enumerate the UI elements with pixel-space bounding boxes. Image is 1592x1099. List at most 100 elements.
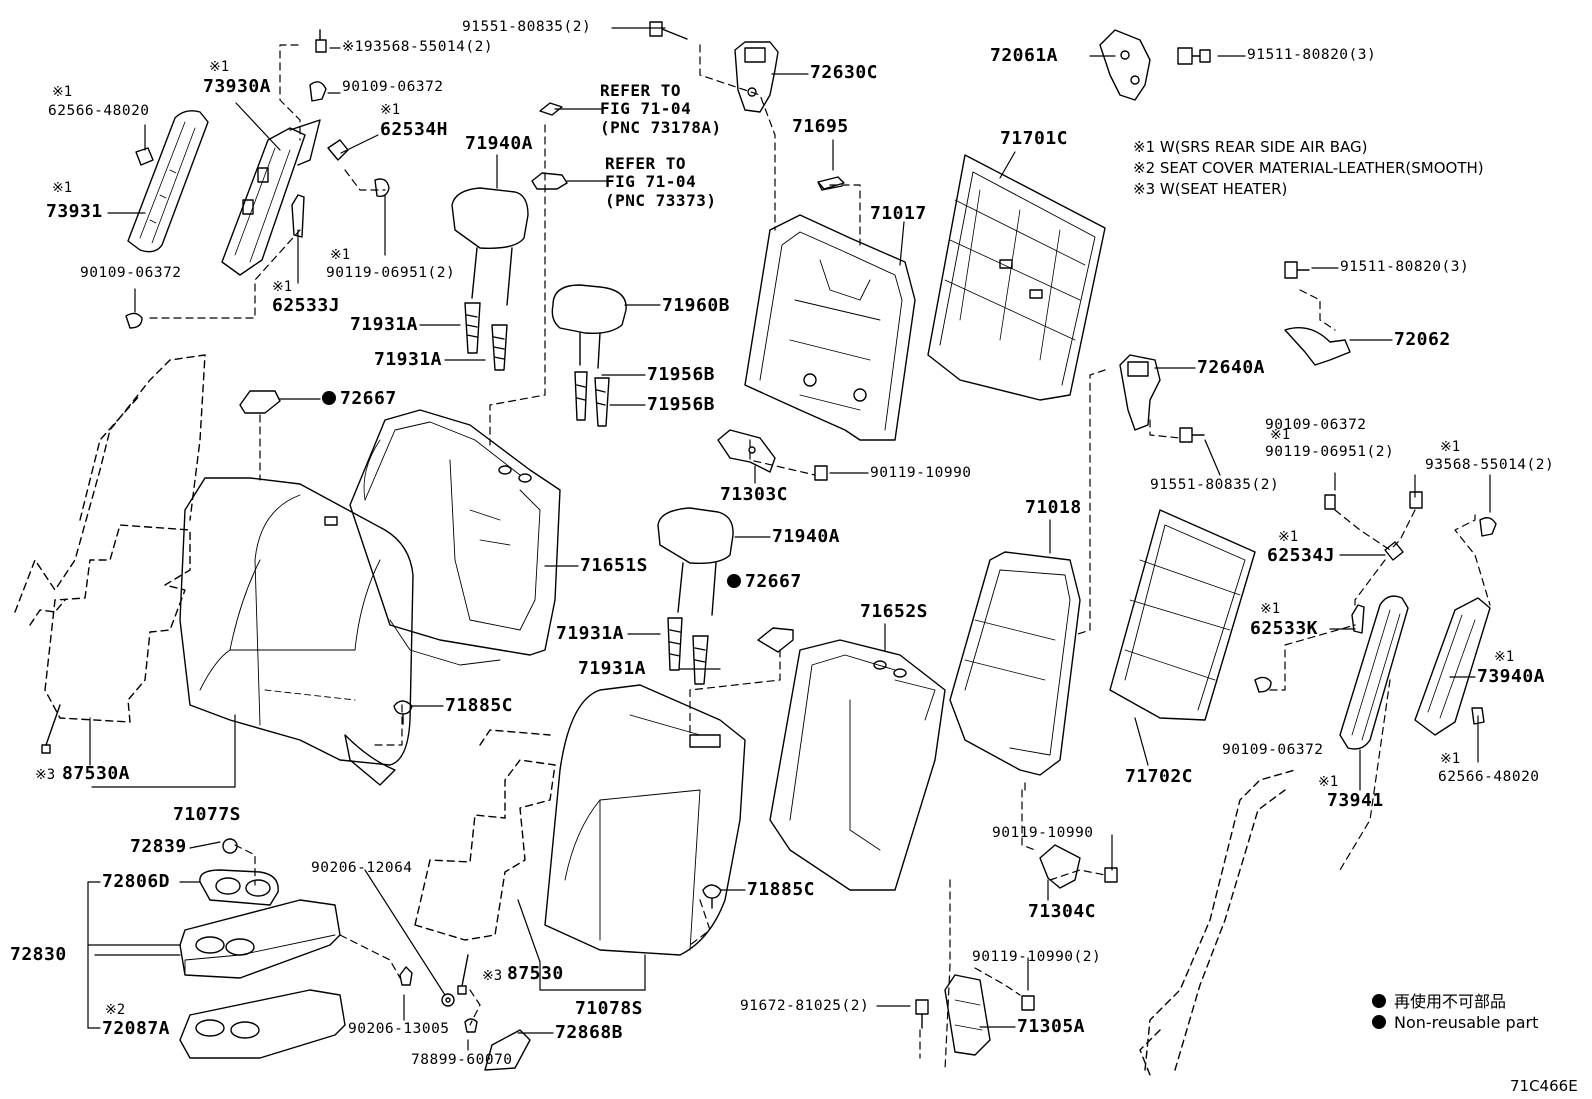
part-label: 91551-80835(2) [462, 19, 592, 35]
small-brackets-center [239, 102, 794, 653]
part-label: 71885C [747, 879, 816, 900]
part-label: 71695 [792, 116, 849, 137]
part-label-nonreusable: 72667 [322, 390, 397, 408]
part-label: 71885C [445, 695, 514, 716]
part-label: 71303C [720, 484, 789, 505]
part-label: 71701C [1000, 128, 1069, 149]
part-label: 71305A [1017, 1016, 1086, 1037]
right-side-airbag-73941 [1339, 595, 1409, 750]
clip-78899 [464, 1018, 478, 1033]
headrest-71940A-lower [657, 507, 734, 616]
clip-71885C [393, 700, 722, 909]
part-note: ※3 [482, 968, 503, 984]
part-label: ※193568-55014(2) [342, 39, 494, 55]
part-label: 71931A [578, 658, 647, 679]
part-label: 72868B [555, 1022, 624, 1043]
cap-71695 [817, 176, 845, 191]
bracket-71305A [944, 974, 991, 1056]
ref1-line3: (PNC 73178A) [600, 117, 722, 137]
part-label: 71931A [556, 623, 625, 644]
part-note: ※1 [1494, 649, 1515, 665]
part-label: 71077S [173, 804, 242, 825]
part-label: 91551-80835(2) [1150, 477, 1280, 493]
bolt-91511-top [1177, 47, 1211, 65]
note-2: ※2 SEAT COVER MATERIAL-LEATHER(SMOOTH) [1133, 159, 1484, 177]
bracket-71304C [1039, 844, 1081, 889]
back-board-71702C [1109, 509, 1256, 721]
heater-connector [41, 704, 61, 754]
seat-heater-87530A [14, 354, 206, 723]
part-note: ※1 [1440, 439, 1461, 455]
part-label: 87530A [62, 763, 131, 784]
part-label: 90119-10990(2) [972, 949, 1102, 965]
bolt-91511-mid [1284, 261, 1310, 279]
part-label: 71018 [1025, 497, 1082, 518]
part-label: 73930A [203, 76, 272, 97]
nonreusable-dot-icon [1372, 1015, 1386, 1029]
part-label: 73931 [46, 201, 103, 222]
part-label: 93568-55014(2) [1425, 457, 1555, 473]
ref1-line1: REFER TO [600, 81, 682, 100]
clip-90206-13005 [399, 966, 413, 986]
part-label: 90206-12064 [311, 860, 413, 876]
part-note: ※1 [1440, 751, 1461, 767]
part-label: 71956B [647, 364, 716, 385]
part-note: ※1 [1278, 529, 1299, 545]
part-note: ※1 [1270, 427, 1291, 443]
part-label: 71702C [1125, 766, 1194, 787]
part-label: 90119-06951(2) [326, 265, 456, 281]
part-label: 71651S [580, 555, 649, 576]
nonreusable-dot-icon [727, 574, 741, 588]
part-label: 71940A [772, 526, 841, 547]
part-label: 78899-60070 [411, 1052, 513, 1068]
part-label: 71017 [870, 203, 927, 224]
nonreusable-dot-icon [322, 391, 336, 405]
frame-71018 [949, 551, 1081, 776]
ref2-line2: FIG 71-04 [605, 172, 697, 192]
small-clips-left [125, 29, 390, 329]
seatback-cover-71077S [179, 477, 414, 786]
dashed-trim-right [1139, 769, 1296, 1076]
part-label: 71078S [575, 998, 644, 1019]
left-side-airbag-73931 [127, 110, 209, 253]
part-label: 72839 [130, 836, 187, 857]
figure-code: 71C466E [1510, 1077, 1578, 1095]
ref2-line3: (PNC 73373) [605, 190, 717, 210]
part-label: 71652S [860, 601, 929, 622]
part-note: ※1 [272, 279, 293, 295]
part-label: 72830 [10, 944, 67, 965]
part-label: 62533K [1250, 618, 1319, 639]
part-label: 72062 [1394, 329, 1451, 350]
cover-72868B [484, 1029, 531, 1071]
part-label: 72087A [102, 1018, 171, 1039]
armrest-72830 [179, 899, 341, 979]
part-label: 90109-06372 [80, 265, 182, 281]
bracket-71303C [717, 429, 776, 473]
ref2-line1: REFER TO [605, 154, 687, 173]
part-label: 90119-10990 [992, 825, 1094, 841]
part-note: ※1 [1318, 774, 1339, 790]
part-note: ※1 [1260, 601, 1281, 617]
left-airbag-bracket-73930A [221, 119, 321, 276]
part-label: 91672-81025(2) [740, 998, 870, 1014]
part-note: ※1 [52, 84, 73, 100]
nonreusable-dot-icon [1372, 994, 1386, 1008]
headrest-guides [464, 302, 709, 685]
part-label: 73941 [1327, 790, 1384, 811]
part-note: ※2 [105, 1002, 126, 1018]
part-label: 91511-80820(3) [1247, 47, 1377, 63]
part-label: 62566-48020 [48, 103, 150, 119]
leader-lines [87, 27, 1491, 1051]
seatback-frame-71651S [349, 409, 561, 666]
part-label: 62534J [1267, 545, 1336, 566]
notes-box: ※1 W(SRS REAR SIDE AIR BAG) ※2 SEAT COVE… [1133, 137, 1484, 200]
part-label: 87530 [507, 963, 564, 984]
part-label-nonreusable: 72667 [727, 573, 802, 591]
hinge-72061A [1099, 29, 1151, 101]
part-label: 90206-13005 [348, 1021, 450, 1037]
back-board-71701C [927, 154, 1106, 401]
hinge-72640A [1119, 354, 1161, 431]
part-label: 62534H [380, 119, 449, 140]
part-note: ※1 [52, 180, 73, 196]
